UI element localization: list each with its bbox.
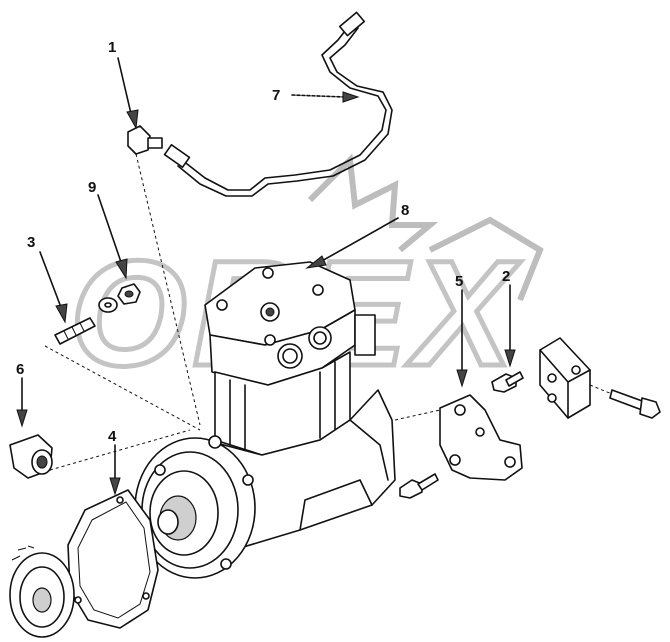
- leader-arrows: [16, 57, 516, 496]
- callout-labels: 1 2 3 4 5 6 7 8 9: [16, 39, 510, 445]
- part-4-gasket: [67, 489, 159, 629]
- bracket-bolt: [399, 473, 439, 499]
- callout-6: 6: [16, 361, 24, 378]
- callout-1: 1: [108, 39, 116, 56]
- part-1-elbow-fitting: [127, 125, 201, 426]
- long-bolt: [589, 384, 661, 419]
- part-7-air-line: [163, 11, 393, 197]
- part-6-elbow-adapter: [9, 429, 191, 479]
- callout-3: 3: [27, 234, 35, 251]
- callout-9: 9: [88, 179, 96, 196]
- part-9-nut-washer: [98, 283, 141, 313]
- callout-5: 5: [455, 273, 463, 290]
- callout-7: 7: [272, 87, 280, 104]
- callout-8: 8: [401, 202, 409, 219]
- part-5-bracket: [394, 394, 523, 481]
- watermark-gear-mark: [428, 216, 544, 302]
- part-3-stud: [44, 317, 201, 431]
- tube-nut-bottom: [163, 143, 191, 169]
- callout-2: 2: [502, 268, 510, 285]
- spacer-block: [539, 337, 591, 419]
- air-compressor-body: [134, 261, 396, 579]
- part-2-bolt: [491, 371, 524, 393]
- tube-nut-top: [338, 11, 366, 37]
- callout-4: 4: [108, 428, 117, 445]
- drive-gear: [9, 545, 75, 638]
